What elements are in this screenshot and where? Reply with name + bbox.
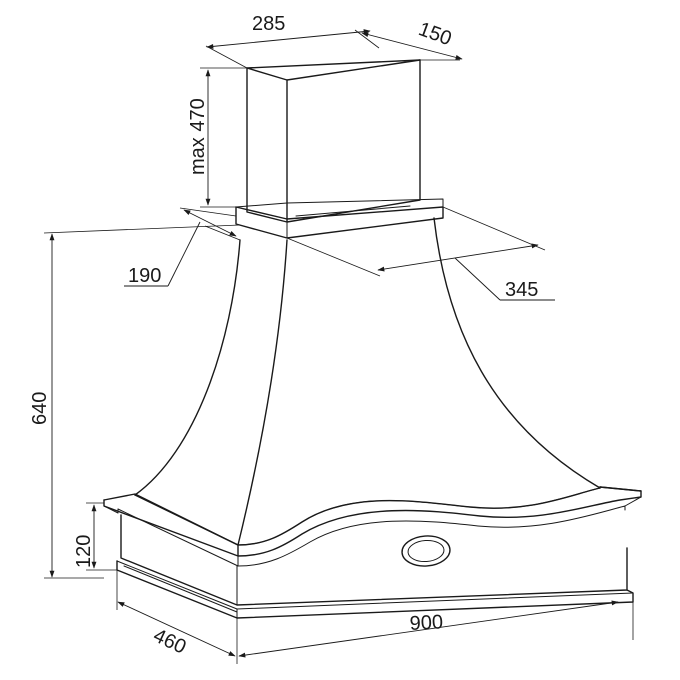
dimension-duct-height: max 470 bbox=[187, 67, 247, 208]
curved-cornice bbox=[103, 486, 642, 567]
base-height-label: 120 bbox=[73, 535, 95, 568]
duct-width-label: 285 bbox=[252, 13, 285, 35]
base-depth-label: 460 bbox=[150, 625, 190, 659]
dimension-collar-depth: 190 bbox=[124, 207, 241, 287]
dimension-total-height: 640 bbox=[29, 224, 241, 579]
oval-badge bbox=[401, 535, 451, 567]
collar-width-label: 345 bbox=[505, 279, 538, 301]
dimension-base-height: 120 bbox=[73, 502, 117, 571]
dimension-base-width: 900 bbox=[238, 600, 634, 658]
dimension-base-depth: 460 bbox=[116, 570, 238, 664]
front-panel bbox=[116, 514, 634, 619]
chimney-duct bbox=[246, 59, 421, 223]
dimension-duct-width: 285 bbox=[205, 13, 380, 69]
duct-depth-label: 150 bbox=[416, 18, 455, 50]
base-width-label: 900 bbox=[409, 611, 443, 635]
total-height-label: 640 bbox=[29, 392, 51, 425]
chimney-collar bbox=[235, 198, 444, 239]
dimension-collar-width: 345 bbox=[286, 206, 555, 301]
duct-height-label: max 470 bbox=[187, 98, 209, 175]
collar-depth-label: 190 bbox=[128, 265, 161, 287]
dimension-duct-depth: 150 bbox=[361, 18, 463, 61]
canopy-body bbox=[134, 217, 601, 546]
hood-illustration bbox=[103, 59, 642, 619]
